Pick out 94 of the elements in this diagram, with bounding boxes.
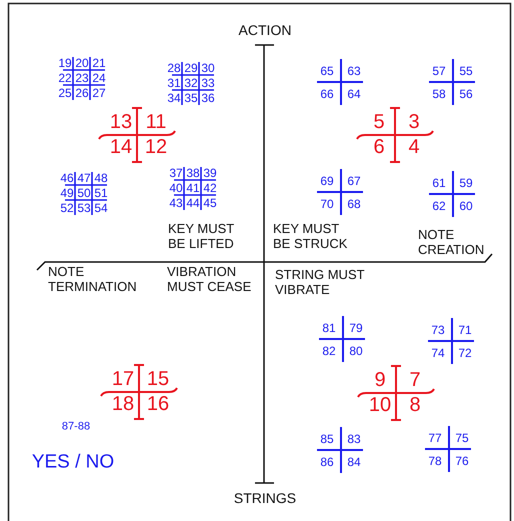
quadrant-label: NOTE CREATION xyxy=(418,228,486,258)
cell-number: 60 xyxy=(459,200,473,212)
cell-number: 79 xyxy=(349,322,363,334)
cell-number: 73 xyxy=(431,324,445,336)
quadrant-number: 3 xyxy=(408,112,420,132)
cell-number: 86 xyxy=(320,456,334,468)
cell-number: 52 xyxy=(60,202,74,214)
cell-number: 64 xyxy=(347,88,361,100)
cell-number: 61 xyxy=(432,177,446,189)
cell-number: 41 xyxy=(186,182,200,194)
quadrant-number: 14 xyxy=(110,137,132,157)
cell-number: 84 xyxy=(347,456,361,468)
cell-number: 36 xyxy=(201,92,215,104)
range-label: 87-88 xyxy=(62,422,90,432)
cell-number: 65 xyxy=(320,65,334,77)
cell-number: 59 xyxy=(459,177,473,189)
cell-number: 83 xyxy=(347,433,361,445)
cell-number: 46 xyxy=(60,172,74,184)
cell-number: 75 xyxy=(455,432,469,444)
cell-number: 80 xyxy=(349,345,363,357)
cell-number: 33 xyxy=(201,77,215,89)
cell-number: 67 xyxy=(347,175,361,187)
cell-number: 74 xyxy=(431,347,445,359)
quadrant-number: 17 xyxy=(112,369,134,389)
cell-number: 85 xyxy=(320,433,334,445)
cell-number: 81 xyxy=(322,322,336,334)
cell-number: 25 xyxy=(58,87,72,99)
cell-number: 53 xyxy=(77,202,91,214)
quadrant-label: KEY MUST BE LIFTED xyxy=(168,222,235,252)
cell-number: 19 xyxy=(58,57,72,69)
cell-number: 26 xyxy=(75,87,89,99)
quadrant-number: 7 xyxy=(409,370,421,390)
cell-number: 49 xyxy=(60,187,74,199)
cell-number: 48 xyxy=(94,172,108,184)
cell-number: 70 xyxy=(320,198,334,210)
cell-number: 76 xyxy=(455,455,469,467)
axis-label: STRINGS xyxy=(234,491,296,505)
cell-number: 20 xyxy=(75,57,89,69)
cell-number: 35 xyxy=(184,92,198,104)
quadrant-label: STRING MUST VIBRATE xyxy=(275,268,366,298)
quadrant-number: 12 xyxy=(144,137,168,157)
cell-number: 30 xyxy=(201,62,215,74)
cell-number: 69 xyxy=(320,175,334,187)
quadrant-number: 10 xyxy=(368,395,392,415)
cell-number: 62 xyxy=(432,200,446,212)
quadrant-number: 15 xyxy=(146,369,170,389)
cell-number: 34 xyxy=(167,92,181,104)
quadrant-label: NOTE TERMINATION xyxy=(48,265,138,295)
cell-number: 23 xyxy=(75,72,89,84)
cell-number: 22 xyxy=(58,72,72,84)
quadrant-number: 18 xyxy=(112,394,134,414)
cell-number: 57 xyxy=(432,65,446,77)
cell-number: 68 xyxy=(347,198,361,210)
cell-number: 40 xyxy=(169,182,183,194)
quadrant-number: 13 xyxy=(110,112,132,132)
cell-number: 47 xyxy=(77,172,91,184)
axis-label: ACTION xyxy=(238,23,292,37)
cell-number: 55 xyxy=(459,65,473,77)
cell-number: 42 xyxy=(203,182,217,194)
quadrant-label: VIBRATION MUST CEASE xyxy=(167,265,252,295)
quadrant-label: KEY MUST BE STRUCK xyxy=(273,222,348,252)
cell-number: 24 xyxy=(92,72,106,84)
cell-number: 27 xyxy=(92,87,106,99)
cell-number: 54 xyxy=(94,202,108,214)
cell-number: 50 xyxy=(77,187,91,199)
cell-number: 66 xyxy=(320,88,334,100)
cell-number: 43 xyxy=(169,197,183,209)
quadrant-number: 4 xyxy=(408,137,420,157)
quadrant-number: 11 xyxy=(146,112,166,132)
cell-number: 37 xyxy=(169,167,183,179)
cell-number: 21 xyxy=(92,57,106,69)
cell-number: 39 xyxy=(203,167,217,179)
cell-number: 38 xyxy=(186,167,200,179)
cell-number: 63 xyxy=(347,65,361,77)
cell-number: 45 xyxy=(203,197,217,209)
quadrant-number: 16 xyxy=(146,394,170,414)
cell-number: 51 xyxy=(94,187,108,199)
cell-number: 31 xyxy=(167,77,181,89)
cell-number: 58 xyxy=(432,88,446,100)
cell-number: 71 xyxy=(458,324,472,336)
cell-number: 72 xyxy=(458,347,472,359)
answer-label: YES / NO xyxy=(32,452,114,472)
cell-number: 77 xyxy=(428,432,442,444)
quadrant-number: 9 xyxy=(374,370,386,390)
cell-number: 78 xyxy=(428,455,442,467)
quadrant-number: 5 xyxy=(373,112,385,132)
quadrant-number: 8 xyxy=(409,395,421,415)
cell-number: 32 xyxy=(184,77,198,89)
cell-number: 82 xyxy=(322,345,336,357)
cell-number: 29 xyxy=(184,62,198,74)
cell-number: 44 xyxy=(186,197,200,209)
cell-number: 56 xyxy=(459,88,473,100)
quadrant-number: 6 xyxy=(373,137,385,157)
cell-number: 28 xyxy=(167,62,181,74)
